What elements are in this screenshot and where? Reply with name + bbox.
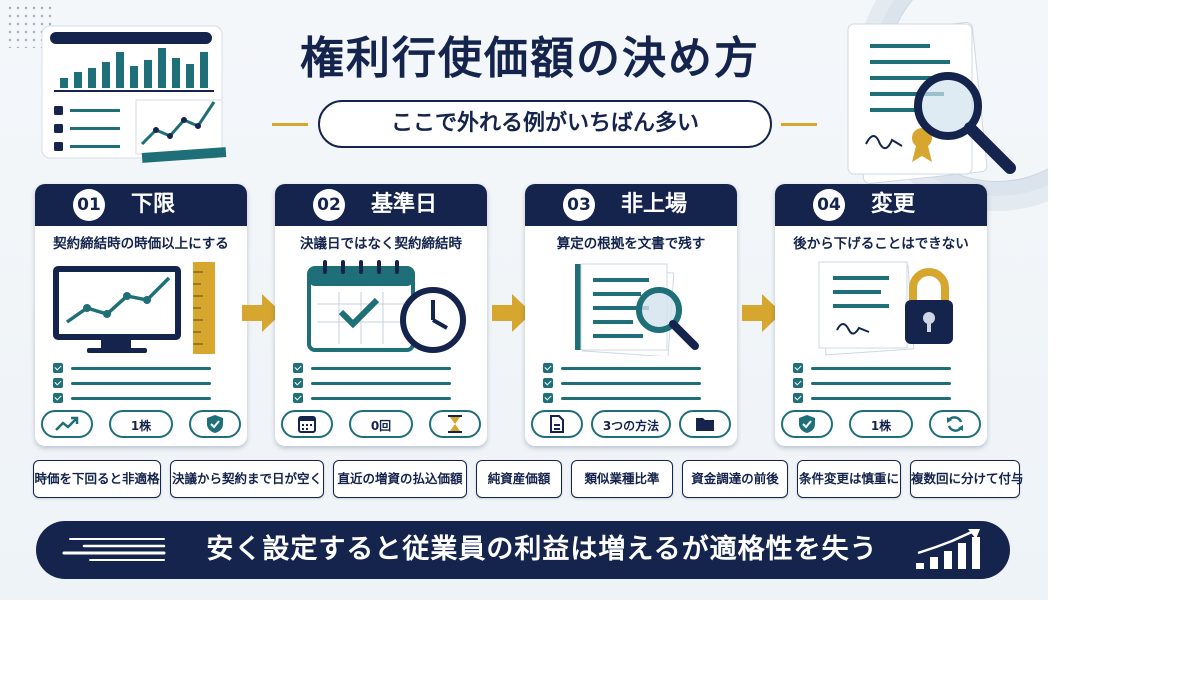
document-lock-icon	[818, 261, 953, 356]
calendar-icon	[281, 410, 333, 438]
step-title: 基準日	[371, 192, 438, 217]
trend-up-icon	[41, 410, 93, 438]
refresh-icon	[929, 410, 981, 438]
subtitle-left-rule	[272, 123, 308, 126]
step-number: 03	[563, 189, 595, 221]
calendar-clock-icon	[307, 260, 466, 353]
page-title: 権利行使価額の決め方	[300, 33, 760, 84]
step-pills: 1株	[41, 410, 241, 440]
step-title: 下限	[131, 192, 176, 217]
tag: 時価を下回ると非適格	[33, 460, 161, 498]
step-description: 算定の根拠を文書で残す	[556, 236, 706, 252]
tag: 決議から契約まで日が空く	[170, 460, 324, 498]
step-number: 01	[73, 189, 105, 221]
step-header: 02 基準日	[275, 184, 487, 226]
growth-chart-icon	[916, 529, 980, 569]
checklist	[793, 362, 973, 407]
step-description: 後から下げることはできない	[793, 236, 969, 252]
step-title: 変更	[871, 192, 916, 217]
speed-lines-icon	[62, 538, 166, 561]
tag: 類似業種比準	[571, 460, 673, 498]
monitor-chart-icon	[53, 262, 215, 354]
step-card-1: 01 下限 契約締結時の時価以上にする 1株	[35, 184, 247, 446]
step-description: 決議日ではなく契約締結時	[300, 236, 462, 252]
checklist	[543, 362, 723, 407]
step-card-3: 03 非上場 算定の根拠を文書で残す 3つの方法	[525, 184, 737, 446]
report-chart-illustration	[41, 25, 227, 163]
step-number: 04	[813, 189, 845, 221]
step-pill-label: 3つの方法	[591, 410, 671, 438]
subtitle-area: ここで外れる例がいちばん多い	[272, 100, 817, 148]
tag: 純資産価額	[476, 460, 562, 498]
step-pills: 3つの方法	[531, 410, 731, 440]
infographic: 権利行使価額の決め方 ここで外れる例がいちばん多い 01 下限 契約締結時の時価…	[0, 0, 1048, 600]
step-title: 非上場	[621, 192, 688, 217]
step-pills: 1株	[781, 410, 981, 440]
banner-text: 安く設定すると従業員の利益は増えるが適格性を失う	[206, 534, 878, 565]
step-header: 01 下限	[35, 184, 247, 226]
step-pill-label: 1株	[109, 410, 173, 438]
checklist	[53, 362, 233, 407]
shield-check-icon	[189, 410, 241, 438]
folder-icon	[679, 410, 731, 438]
step-header: 03 非上場	[525, 184, 737, 226]
document-magnifier-illustration	[847, 22, 1016, 184]
step-card-2: 02 基準日 決議日ではなく契約締結時 0回	[275, 184, 487, 446]
step-pill-label: 0回	[349, 410, 413, 438]
step-pills: 0回	[281, 410, 481, 440]
tag: 複数回に分けて付与	[910, 460, 1024, 498]
hourglass-icon	[429, 410, 481, 438]
shield-check-icon	[781, 410, 833, 438]
tag: 資金調達の前後	[682, 460, 788, 498]
conclusion-banner: 安く設定すると従業員の利益は増えるが適格性を失う	[36, 521, 1010, 579]
step-number: 02	[313, 189, 345, 221]
subtitle-right-rule	[781, 123, 817, 126]
step-header: 04 変更	[775, 184, 987, 226]
step-description: 契約締結時の時価以上にする	[53, 236, 229, 252]
step-pill-label: 1株	[849, 410, 913, 438]
tag: 直近の増資の払込価額	[333, 460, 467, 498]
document-search-icon	[575, 263, 699, 356]
checklist	[293, 362, 473, 407]
step-card-4: 04 変更 後から下げることはできない 1株	[775, 184, 987, 446]
document-icon	[531, 410, 583, 438]
tag: 条件変更は慎重に	[797, 460, 901, 498]
subtitle: ここで外れる例がいちばん多い	[318, 100, 772, 148]
